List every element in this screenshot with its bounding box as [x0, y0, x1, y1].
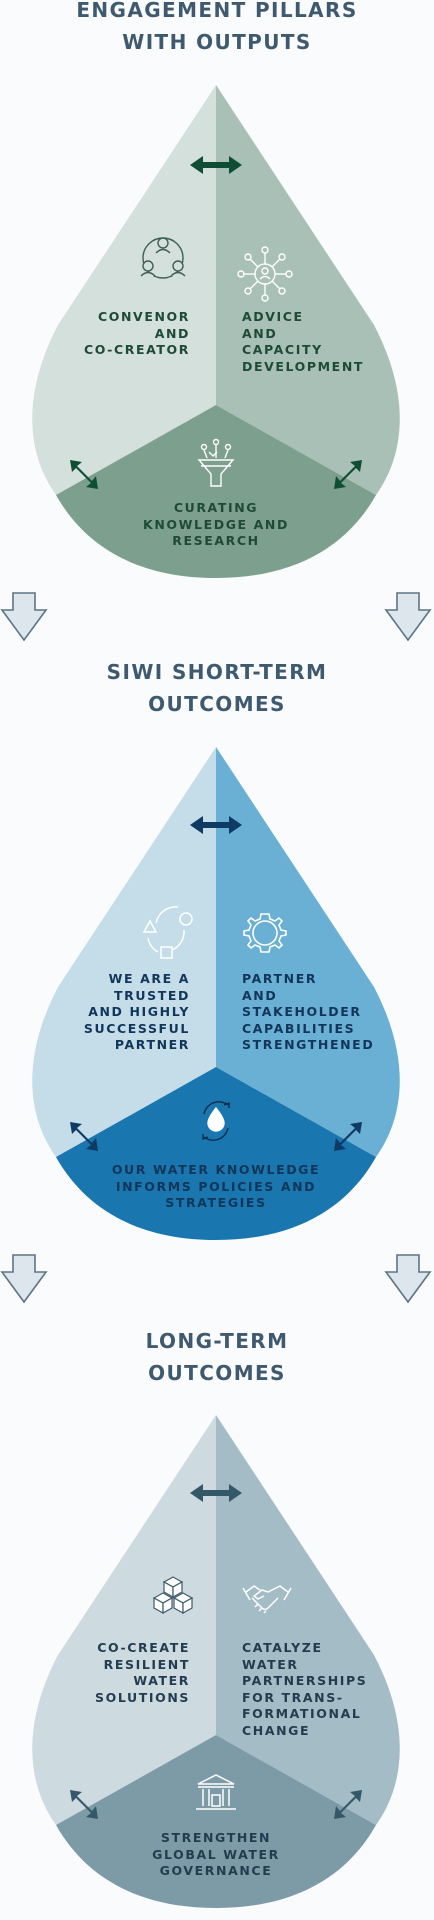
section-3-drop-diagram [32, 1415, 400, 1908]
gear-icon [243, 913, 287, 953]
section-3-heading: LONG-TERM OUTCOMES [0, 1325, 434, 1389]
section-3-left-label: CO-CREATE RESILIENT WATER SOLUTIONS [95, 1640, 190, 1705]
down-arrow-icon [384, 1254, 432, 1304]
section-1-heading: ENGAGEMENT PILLARS WITH OUTPUTS [0, 0, 434, 58]
left-connector-arrow [70, 1122, 98, 1151]
handshake-icon [242, 1585, 292, 1614]
section-1-heading-line-2: WITH OUTPUTS [122, 30, 312, 54]
section-1-left-label: CONVENOR AND CO-CREATOR [83, 309, 190, 357]
section-2-heading: SIWI SHORT-TERM OUTCOMES [0, 656, 434, 720]
section-2-drop-diagram [32, 747, 400, 1240]
shapes-cycle-icon [142, 906, 193, 959]
section-1-heading-line-1: ENGAGEMENT PILLARS [76, 0, 358, 22]
water-drop-cycle-icon [202, 1101, 230, 1141]
down-arrow-icon [384, 592, 432, 642]
section-2-heading-line-2: OUTCOMES [148, 692, 286, 716]
section-3-heading-line-1: LONG-TERM [145, 1329, 289, 1353]
people-network-icon [140, 237, 186, 279]
section-1-drop-diagram [32, 85, 400, 578]
section-3-heading-line-2: OUTCOMES [148, 1361, 286, 1385]
funnel-icon [197, 438, 235, 487]
right-connector-arrow [334, 1790, 362, 1819]
top-connector-arrow [190, 816, 242, 834]
left-connector-arrow [70, 460, 98, 489]
section-2-left-label: WE ARE A TRUSTED AND HIGHLY SUCCESSFUL P… [83, 971, 190, 1052]
section-1-right-label: ADVICE AND CAPACITY DEVELOPMENT [242, 309, 365, 374]
right-connector-arrow [334, 1122, 362, 1151]
section-1-bottom-label: CURATING KNOWLEDGE AND RESEARCH [143, 500, 289, 548]
down-arrow-icon [0, 1254, 48, 1304]
left-connector-arrow [70, 1790, 98, 1819]
top-connector-arrow [190, 1484, 242, 1502]
right-connector-arrow [334, 460, 362, 489]
section-2-right-label: PARTNER AND STAKEHOLDER CAPABILITIES STR… [242, 971, 375, 1052]
section-3-right-label: CATALYZE WATER PARTNERSHIPS FOR TRANS- F… [242, 1640, 368, 1738]
institution-icon [196, 1774, 236, 1810]
section-2-heading-line-1: SIWI SHORT-TERM [106, 660, 328, 684]
section-2-bottom-label: OUR WATER KNOWLEDGE INFORMS POLICIES AND… [111, 1162, 321, 1210]
section-3-bottom-label: STRENGTHEN GLOBAL WATER GOVERNANCE [152, 1830, 280, 1878]
down-arrow-icon [0, 592, 48, 642]
top-connector-arrow [190, 156, 242, 174]
cubes-icon [152, 1576, 194, 1615]
hub-person-icon [237, 246, 293, 302]
